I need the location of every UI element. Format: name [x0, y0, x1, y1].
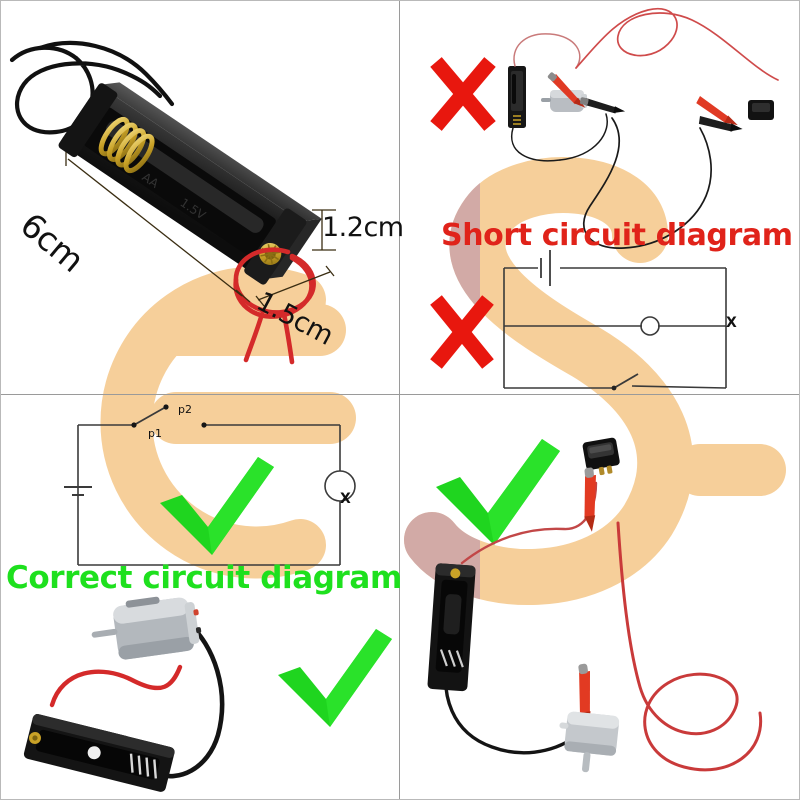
alligator-clip-red: [547, 72, 586, 108]
panel-divider-horizontal: [0, 394, 800, 396]
battery-holder-photo: AA 1.5V: [58, 82, 322, 285]
rocker-switch: [748, 100, 774, 120]
battery-holder-photo-bl: [23, 714, 175, 792]
alligator-clip-black-right: [698, 116, 743, 132]
motor-and-holder-photo: [23, 596, 225, 792]
panel-correct-circuit: [0, 395, 399, 800]
alligator-clip-red-right: [696, 96, 738, 126]
panel-correct-wiring-photo: [400, 395, 800, 800]
switch-node-label-p2: p2: [178, 403, 192, 416]
dimension-label-height: 1.2cm: [322, 212, 404, 243]
battery-holder-photo-br: [427, 563, 476, 692]
short-circuit-schematic: [503, 250, 727, 391]
panel-product-dimensions: AA 1.5V: [0, 0, 399, 394]
x-mark-photo: [430, 57, 496, 131]
panel-short-circuit: [400, 0, 800, 394]
check-mark-schematic: [160, 457, 274, 555]
check-mark-photo: [278, 629, 392, 727]
short-circuit-title: Short circuit diagram: [441, 218, 793, 253]
lamp-symbol-correct-circuit: X: [340, 491, 351, 507]
panel-divider-vertical: [399, 0, 401, 800]
spring-terminal: [98, 116, 155, 174]
short-circuit-photo: [508, 7, 779, 249]
switch-node-label-p1: p1: [148, 427, 162, 440]
lamp-symbol-short-circuit: X: [726, 315, 737, 331]
correct-circuit-title: Correct circuit diagram: [6, 560, 402, 596]
x-mark-schematic: [430, 295, 494, 369]
dc-motor-photo: [559, 711, 620, 773]
dc-motor: [91, 596, 202, 660]
alligator-clip-black: [580, 97, 626, 114]
